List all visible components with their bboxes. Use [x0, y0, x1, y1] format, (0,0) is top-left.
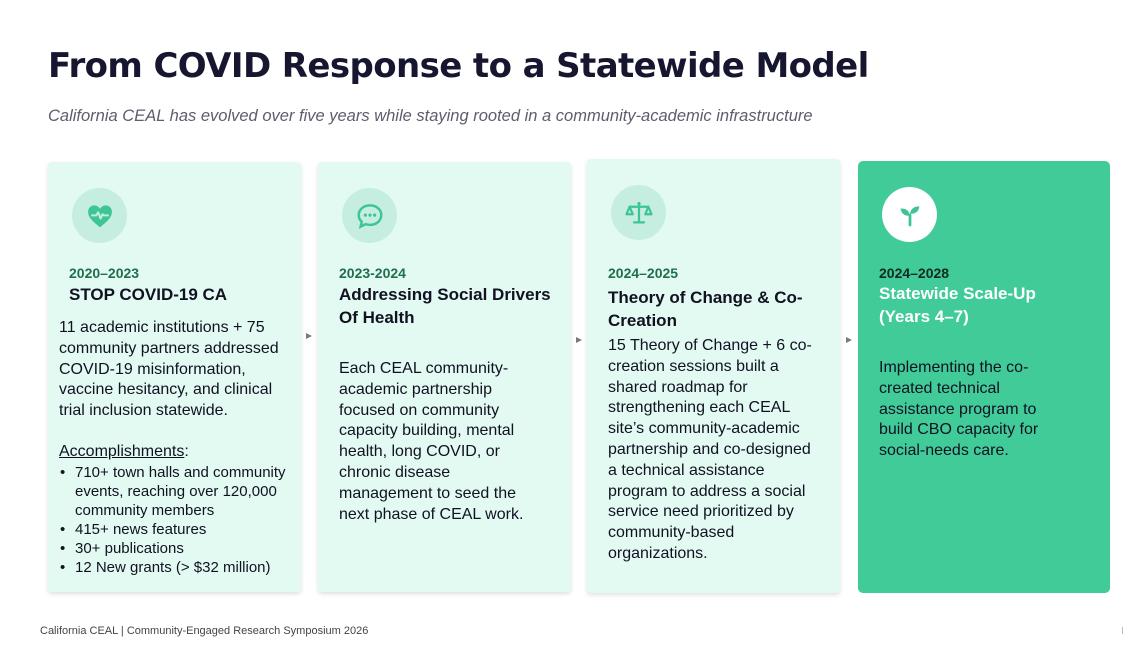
card-years: 2024–2025: [608, 265, 679, 281]
card-description: Each CEAL community-academic partnership…: [339, 360, 524, 523]
card-description: 11 academic institutions + 75 community …: [59, 319, 279, 420]
list-item: 710+ town halls and community events, re…: [59, 463, 289, 520]
seedling-icon: [900, 205, 919, 226]
timeline-arrow: [846, 337, 852, 343]
balance-scale-icon: [624, 201, 653, 223]
chat-bubble-icon: [356, 203, 383, 229]
card-phase-title: Addressing Social Drivers Of Health: [339, 285, 551, 327]
list-item: 12 New grants (> $32 million): [59, 558, 289, 577]
card-phase-title: STOP COVID-19 CA: [69, 285, 228, 304]
slide-edge-marker: [1122, 627, 1123, 634]
card-phase-title: Statewide Scale-Up (Years 4–7): [879, 284, 1036, 326]
timeline-card-2024-2028: 2024–2028 Statewide Scale-Up (Years 4–7)…: [858, 161, 1110, 593]
accomplishments-label: Accomplishments: [59, 442, 185, 460]
timeline-card-2024-2025: 2024–2025 Theory of Change & Co-Creation…: [587, 159, 840, 593]
accomplishments-list: 710+ town halls and community events, re…: [59, 463, 289, 577]
list-item: 415+ news features: [59, 520, 289, 539]
slide-title: From COVID Response to a Statewide Model: [48, 46, 869, 86]
accomplishments-heading: Accomplishments:: [59, 442, 289, 463]
card-years: 2023-2024: [339, 265, 406, 281]
card-phase-title: Theory of Change & Co-Creation: [608, 288, 803, 330]
card-years: 2024–2028: [879, 265, 950, 281]
icon-badge: [72, 188, 127, 243]
icon-badge: [611, 185, 666, 240]
timeline-arrow: [306, 333, 312, 339]
timeline-card-2023-2024: 2023-2024 Addressing Social Drivers Of H…: [318, 162, 571, 592]
card-description: 15 Theory of Change + 6 co-creation sess…: [608, 337, 812, 562]
heart-pulse-icon: [87, 204, 112, 227]
card-body: 11 academic institutions + 75 community …: [59, 318, 289, 577]
list-item: 30+ publications: [59, 539, 289, 558]
icon-badge: [342, 188, 397, 243]
slide-subtitle: California CEAL has evolved over five ye…: [48, 107, 813, 125]
card-years: 2020–2023: [69, 265, 140, 281]
timeline-arrow: [576, 337, 582, 343]
accomplishments-colon: :: [184, 442, 189, 460]
slide-footer: California CEAL | Community-Engaged Rese…: [40, 625, 369, 637]
icon-badge: [882, 187, 937, 242]
card-description: Implementing the co-created technical as…: [879, 359, 1039, 460]
timeline-card-2020-2023: 2020–2023 STOP COVID-19 CA 11 academic i…: [48, 162, 301, 592]
